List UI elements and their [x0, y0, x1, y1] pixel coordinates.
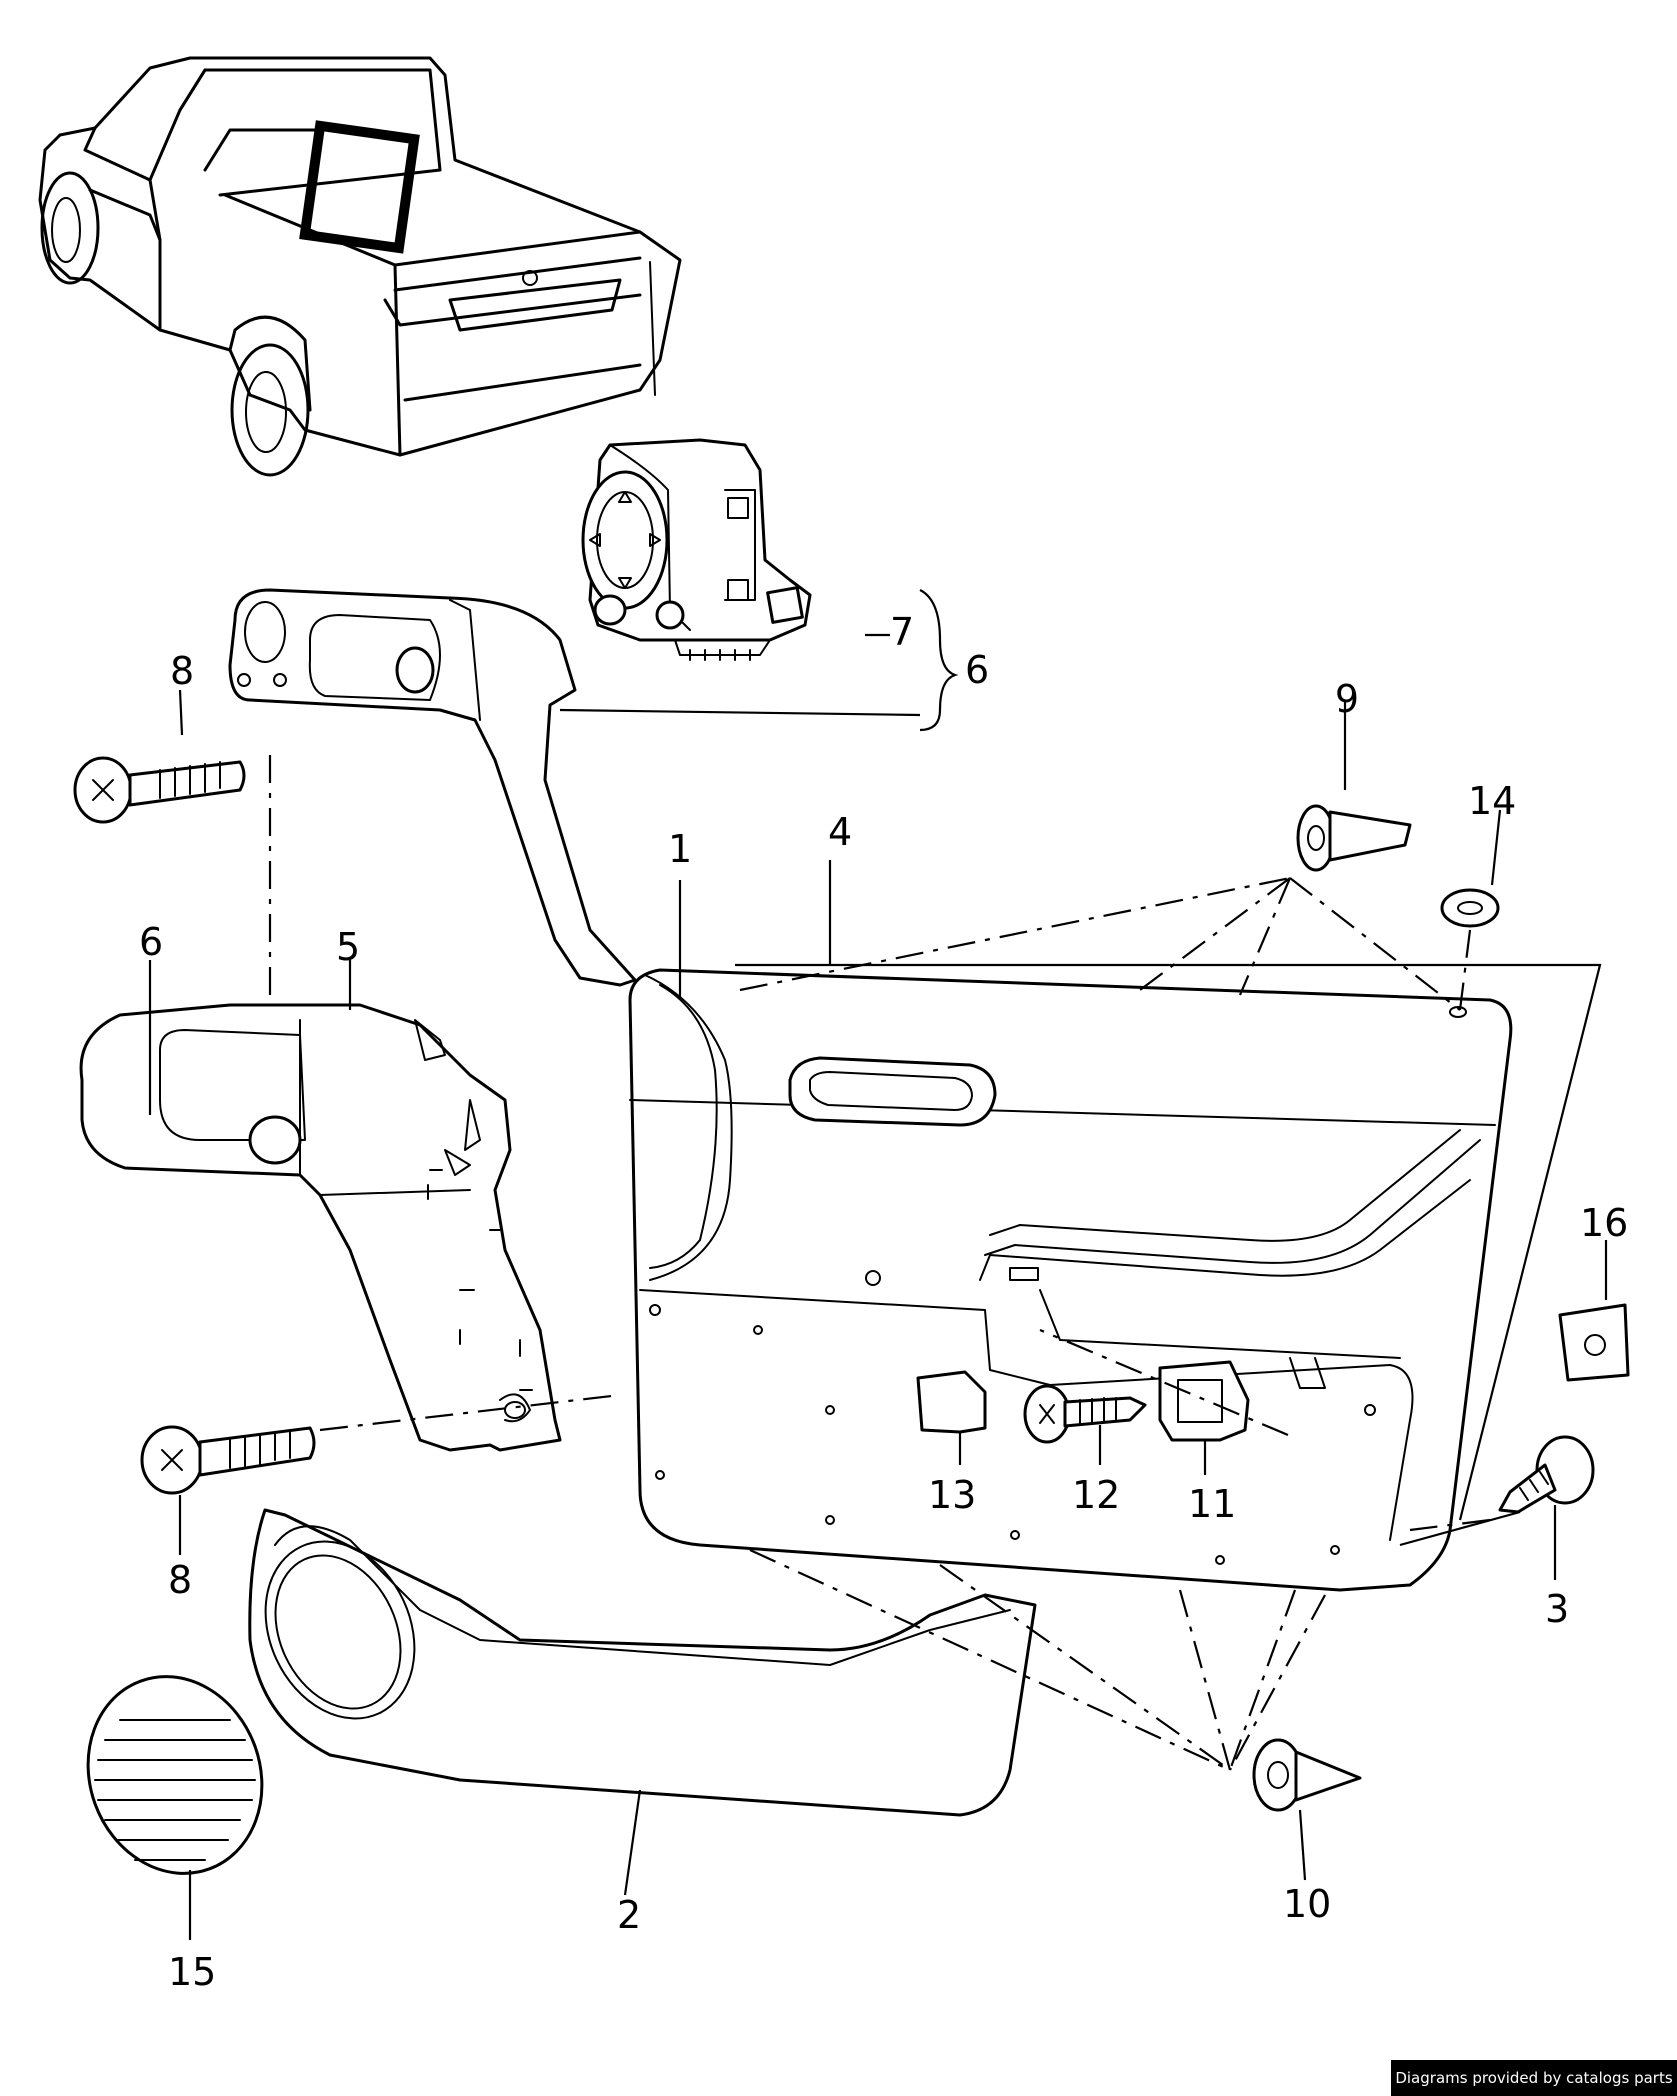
callout-14: 14	[1468, 779, 1516, 823]
screw-8-upper	[73, 756, 246, 824]
clip-10	[1252, 1738, 1362, 1812]
callout-6-lower: 6	[139, 920, 163, 964]
callout-9: 9	[1335, 677, 1359, 721]
callout-1: 1	[668, 827, 692, 871]
callout-10: 10	[1283, 1882, 1331, 1926]
leader-lines	[148, 589, 1608, 1940]
grommet-14	[1440, 888, 1500, 928]
clip-9	[1296, 804, 1412, 872]
door-pocket	[248, 1508, 1037, 1817]
callout-13: 13	[928, 1473, 976, 1517]
callout-16: 16	[1580, 1201, 1628, 1245]
diagram-credit: Diagrams provided by catalogs parts	[1391, 2060, 1677, 2096]
callout-3: 3	[1545, 1587, 1569, 1631]
callout-5: 5	[336, 925, 360, 969]
speaker-grille	[86, 1675, 264, 1875]
screw-12	[1023, 1384, 1147, 1444]
callout-12: 12	[1072, 1473, 1120, 1517]
clip-nut-16	[1558, 1303, 1630, 1382]
armrest-handle-lower	[79, 1003, 562, 1452]
callout-labels: 1 2 3 4 5 6 6 7 8 8 9 10 11 12 13 14 15 …	[139, 610, 1628, 1994]
screw-8-lower	[140, 1425, 316, 1495]
assembly-lines	[268, 755, 1491, 1771]
callout-2: 2	[617, 1893, 641, 1937]
callout-11: 11	[1188, 1482, 1236, 1526]
mirror-switch-module	[581, 438, 812, 661]
callout-4: 4	[828, 810, 852, 854]
callout-7: 7	[890, 610, 914, 654]
vehicle-illustration	[38, 56, 682, 477]
switch-11	[1158, 1360, 1250, 1442]
callout-15: 15	[168, 1950, 216, 1994]
callout-6-upper: 6	[965, 648, 989, 692]
door-trim-panel	[628, 968, 1513, 1592]
callout-8-lower: 8	[168, 1558, 192, 1602]
screw-3	[1498, 1435, 1595, 1514]
callout-8-upper: 8	[170, 649, 194, 693]
armrest-handle-upper	[228, 588, 637, 987]
cap-13	[916, 1370, 987, 1434]
